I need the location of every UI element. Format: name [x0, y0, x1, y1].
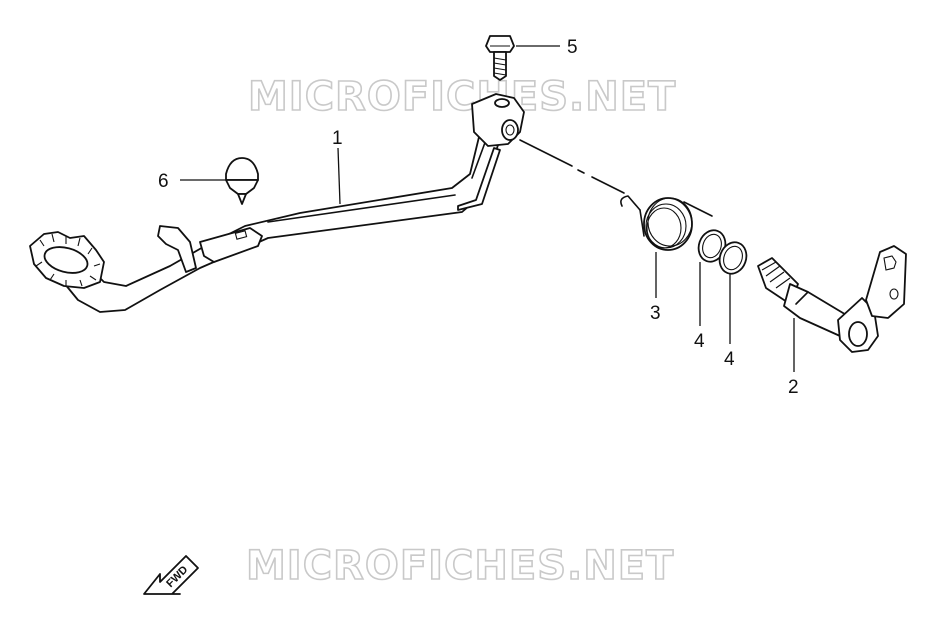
- callout-2: 2: [788, 377, 799, 398]
- axis-line-3: [591, 176, 625, 194]
- bolt: [485, 35, 515, 81]
- pedal-shaft: [757, 245, 907, 353]
- watermark-bottom: MICROFICHES.NET: [246, 543, 674, 589]
- watermark-top: MICROFICHES.NET: [248, 74, 676, 120]
- forward-arrow-icon: FWD: [143, 555, 199, 595]
- callout-5: 5: [567, 37, 578, 58]
- axis-line-1: [519, 139, 573, 167]
- leader-1: [337, 147, 341, 205]
- callout-6: 6: [158, 171, 169, 192]
- callout-4b: 4: [724, 349, 735, 370]
- callout-3: 3: [650, 303, 661, 324]
- washer-2: [718, 241, 748, 275]
- axis-line-2: [577, 169, 585, 174]
- callout-1: 1: [332, 128, 343, 149]
- rubber-stopper: [225, 157, 259, 205]
- callout-4a: 4: [694, 331, 705, 352]
- brake-pedal-arm: [29, 93, 525, 313]
- return-spring: [620, 195, 713, 251]
